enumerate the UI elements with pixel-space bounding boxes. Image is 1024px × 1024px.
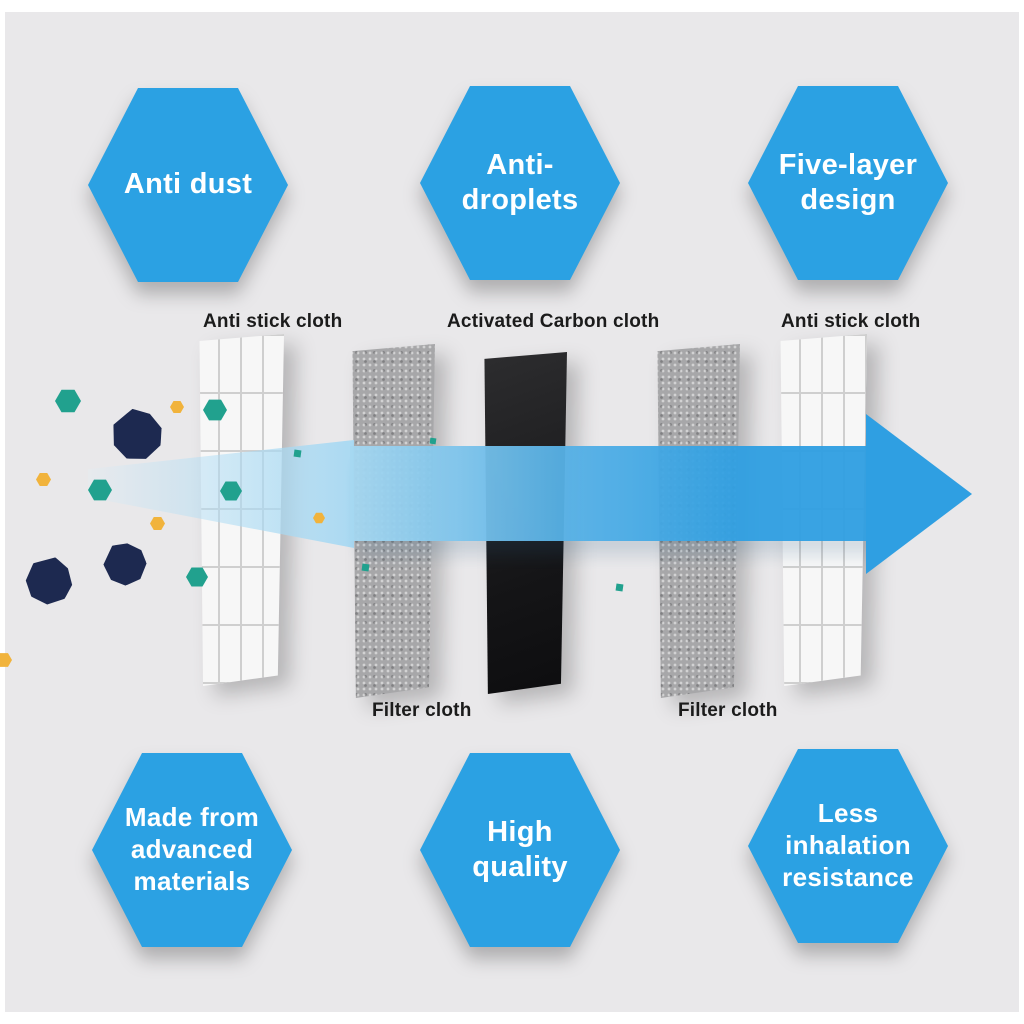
droplet-square-icon — [429, 437, 437, 445]
layer-label-activated-carbon: Activated Carbon cloth — [447, 311, 660, 332]
layer-label-anti-stick-2: Anti stick cloth — [781, 311, 921, 332]
droplet-square-icon — [361, 563, 370, 572]
feature-hexagon-five-layer-design: Five-layer design — [748, 86, 948, 280]
feature-hexagon-high-quality: High quality — [420, 753, 620, 947]
pollen-hex-yellow-icon — [170, 400, 184, 414]
pollen-hex-yellow-icon — [36, 473, 51, 486]
pollen-hex-icon — [88, 479, 112, 501]
layer-label-anti-stick-1: Anti stick cloth — [203, 311, 343, 332]
pollen-hex-yellow-icon — [313, 512, 325, 524]
hexagon-shape: Made from advanced materials — [92, 753, 292, 947]
feature-label-less-inhalation-resistance: Less inhalation resistance — [782, 798, 914, 892]
airflow-shaft — [350, 446, 872, 541]
hexagon-shape: Anti dust — [88, 88, 288, 282]
hexagon-shape: High quality — [420, 753, 620, 947]
feature-hexagon-advanced-materials: Made from advanced materials — [92, 753, 292, 947]
feature-label-five-layer-design: Five-layer design — [778, 148, 918, 216]
feature-hexagon-less-inhalation-resistance: Less inhalation resistance — [748, 749, 948, 943]
pollen-hex-icon — [55, 389, 81, 413]
pollen-hex-icon — [186, 567, 208, 587]
feature-label-anti-droplets: Anti- droplets — [461, 148, 579, 216]
droplet-square-icon — [615, 583, 624, 592]
feature-label-advanced-materials: Made from advanced materials — [124, 802, 260, 896]
pollen-hex-icon — [203, 399, 227, 421]
layer-label-filter-1: Filter cloth — [372, 700, 472, 721]
feature-label-high-quality: High quality — [472, 815, 568, 883]
hexagon-shape: Less inhalation resistance — [748, 749, 948, 943]
feature-hexagon-anti-droplets: Anti- droplets — [420, 86, 620, 280]
pollen-hex-icon — [220, 481, 242, 501]
feature-hexagon-anti-dust: Anti dust — [88, 88, 288, 282]
pollen-hex-yellow-icon — [150, 517, 165, 530]
hexagon-shape: Five-layer design — [748, 86, 948, 280]
layer-label-filter-2: Filter cloth — [678, 700, 778, 721]
hexagon-shape: Anti- droplets — [420, 86, 620, 280]
droplet-square-icon — [293, 449, 302, 458]
feature-label-anti-dust: Anti dust — [123, 168, 253, 201]
pollen-hex-yellow-icon — [0, 653, 12, 667]
